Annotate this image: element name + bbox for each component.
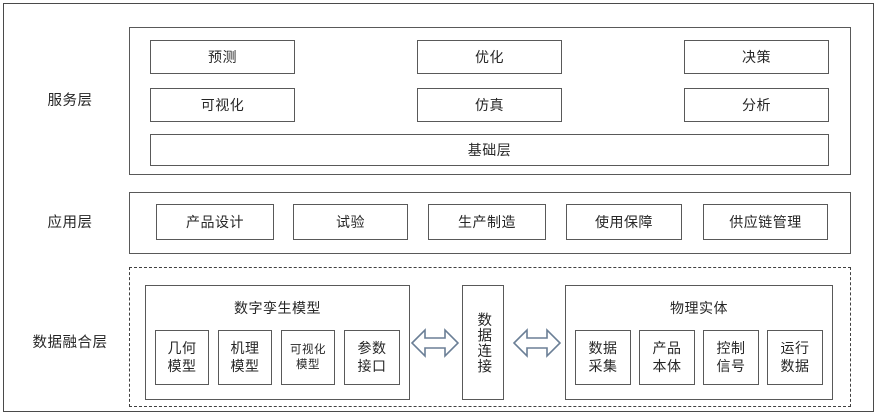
bidirectional-arrow-icon-left <box>411 328 459 358</box>
service-cell-prediction[interactable]: 预测 <box>150 40 295 74</box>
twin-cell-parameter-interface[interactable]: 参数接口 <box>344 330 400 385</box>
data-connection-box[interactable]: 数据连接 <box>462 285 504 400</box>
application-cell-manufacturing[interactable]: 生产制造 <box>428 204 546 240</box>
physical-cell-product-entity[interactable]: 产品本体 <box>639 330 695 385</box>
twin-cell-geometry-model[interactable]: 几何模型 <box>155 330 209 385</box>
twin-cell-visualization-model[interactable]: 可视化模型 <box>281 330 335 385</box>
service-cell-decision[interactable]: 决策 <box>684 40 829 74</box>
application-cell-testing[interactable]: 试验 <box>293 204 408 240</box>
application-cell-product-design[interactable]: 产品设计 <box>156 204 274 240</box>
row-label-data-fusion: 数据融合层 <box>32 335 108 351</box>
application-cell-supply-chain-management[interactable]: 供应链管理 <box>703 204 828 240</box>
physical-entity-title: 物理实体 <box>670 300 728 316</box>
row-label-application: 应用层 <box>47 215 93 231</box>
service-cell-simulation[interactable]: 仿真 <box>417 88 562 122</box>
physical-cell-control-signal[interactable]: 控制信号 <box>703 330 759 385</box>
digital-twin-model-title: 数字孪生模型 <box>234 300 321 316</box>
twin-cell-mechanism-model[interactable]: 机理模型 <box>218 330 272 385</box>
service-cell-optimization[interactable]: 优化 <box>417 40 562 74</box>
data-connection-label: 数据连接 <box>475 311 492 374</box>
service-cell-foundation-layer[interactable]: 基础层 <box>150 134 829 166</box>
physical-cell-data-acquisition[interactable]: 数据采集 <box>575 330 631 385</box>
row-label-service: 服务层 <box>47 93 93 109</box>
service-cell-visualization[interactable]: 可视化 <box>150 88 295 122</box>
physical-cell-operation-data[interactable]: 运行数据 <box>767 330 823 385</box>
bidirectional-arrow-icon-right <box>513 328 561 358</box>
service-cell-analysis[interactable]: 分析 <box>684 88 829 122</box>
application-cell-usage-support[interactable]: 使用保障 <box>566 204 682 240</box>
